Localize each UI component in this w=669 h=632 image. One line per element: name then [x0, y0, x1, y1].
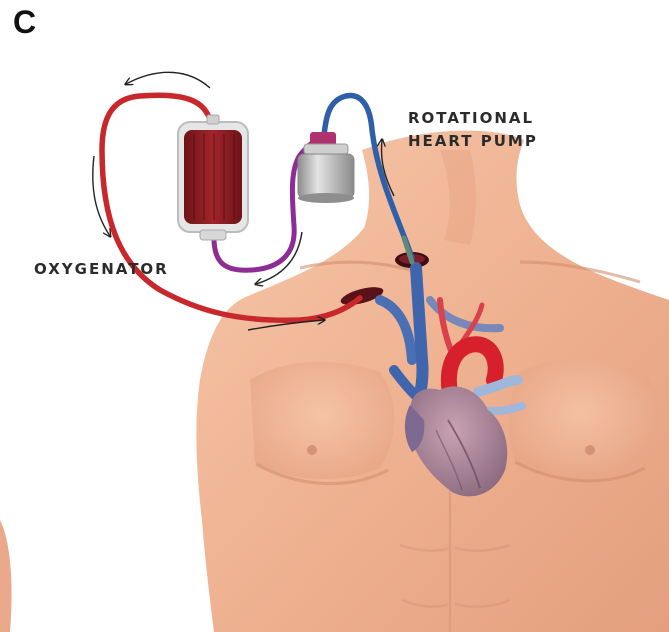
pectoral-right	[509, 359, 654, 479]
oxygenator-label-text: OXYGENATOR	[34, 258, 169, 281]
blood-bag-icon	[178, 115, 248, 240]
left-arm	[0, 520, 12, 632]
heart-pump-label-line1: ROTATIONAL	[408, 107, 538, 130]
torso	[0, 131, 669, 632]
flow-arrow-icon	[126, 72, 210, 88]
pump-icon	[298, 132, 354, 203]
pectoral-left	[250, 362, 394, 479]
panel-letter: C	[13, 4, 36, 41]
heart-pump-label-line2: HEART PUMP	[408, 130, 538, 153]
oxygenator-label: OXYGENATOR	[34, 258, 169, 281]
heart-pump-label: ROTATIONAL HEART PUMP	[408, 107, 538, 153]
